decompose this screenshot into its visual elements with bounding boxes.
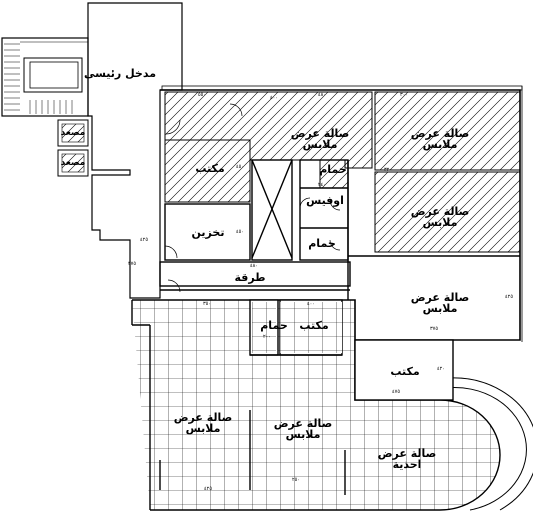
hatched-office bbox=[164, 139, 251, 203]
dim-label: ٢٥٠ bbox=[292, 477, 301, 483]
dim-label: ٤٥٠ bbox=[236, 229, 245, 235]
label-corridor: طرقة bbox=[234, 271, 266, 284]
dim-label: ٢٤٠ bbox=[318, 182, 327, 188]
label-elevator-2: مصعد bbox=[60, 158, 86, 168]
label-showroom-lower-center: صالة عرض ملابس bbox=[273, 417, 333, 441]
label-bathroom-lower: حمام bbox=[260, 319, 288, 332]
dim-label: ٤٢٥ bbox=[204, 486, 213, 492]
dim-label: ٤٢٥ bbox=[505, 294, 514, 300]
label-elevator-1: مصعد bbox=[60, 128, 86, 138]
label-storage: تخزين bbox=[191, 226, 225, 239]
dim-label: ٣٢٠ bbox=[384, 167, 393, 173]
stair-box bbox=[1, 37, 89, 117]
dim-label: ٢٠٠ bbox=[263, 334, 272, 340]
dim-label: ٤٥٠ bbox=[236, 164, 245, 170]
dim-label: ٤٧٥ bbox=[392, 389, 401, 395]
dim-label: ٤٨٠ bbox=[318, 92, 327, 98]
dim-label: ٤٢٥ bbox=[140, 237, 149, 243]
label-showroom-top-right-2: صالة عرض ملابس bbox=[410, 205, 470, 229]
dim-label: ٣٧٥ bbox=[128, 261, 137, 267]
hatched-top-right-1 bbox=[374, 91, 521, 171]
elevator-box-2 bbox=[57, 149, 89, 177]
elevator-box-1 bbox=[57, 119, 89, 147]
hatched-top-right-2 bbox=[374, 171, 521, 253]
dim-label: ٣٧٥ bbox=[430, 326, 439, 332]
label-main-entrance: مدخل رئيسى bbox=[83, 67, 156, 80]
dim-label: ٣٥٠ bbox=[203, 301, 212, 307]
label-showroom-shoes: صالة عرض احذية bbox=[377, 447, 437, 471]
dim-label: ٣٠٠ bbox=[400, 92, 409, 98]
label-bathroom-mid: حمام bbox=[308, 237, 336, 250]
dim-label: ٤٢٠ bbox=[437, 366, 446, 372]
label-office-small: اوفيس bbox=[306, 194, 344, 207]
dim-label: ٤٠٠ bbox=[307, 301, 316, 307]
label-showroom-right: صالة عرض ملابس bbox=[410, 291, 470, 315]
label-bathroom-top: حمام bbox=[319, 163, 347, 176]
dim-label: ٤٠٠ bbox=[270, 95, 279, 101]
label-showroom-lower-left: صالة عرض ملابس bbox=[173, 411, 233, 435]
dim-label: ٤٨٠ bbox=[250, 263, 259, 269]
dim-label: ٥٥٠ bbox=[198, 92, 207, 98]
label-office-lower: مكتب bbox=[299, 319, 329, 332]
label-showroom-top-center: صالة عرض ملابس bbox=[290, 127, 350, 151]
label-office-top: مكتب bbox=[195, 162, 225, 175]
label-showroom-top-right-1: صالة عرض ملابس bbox=[410, 127, 470, 151]
label-office-right-lower: مكتب bbox=[390, 365, 420, 378]
